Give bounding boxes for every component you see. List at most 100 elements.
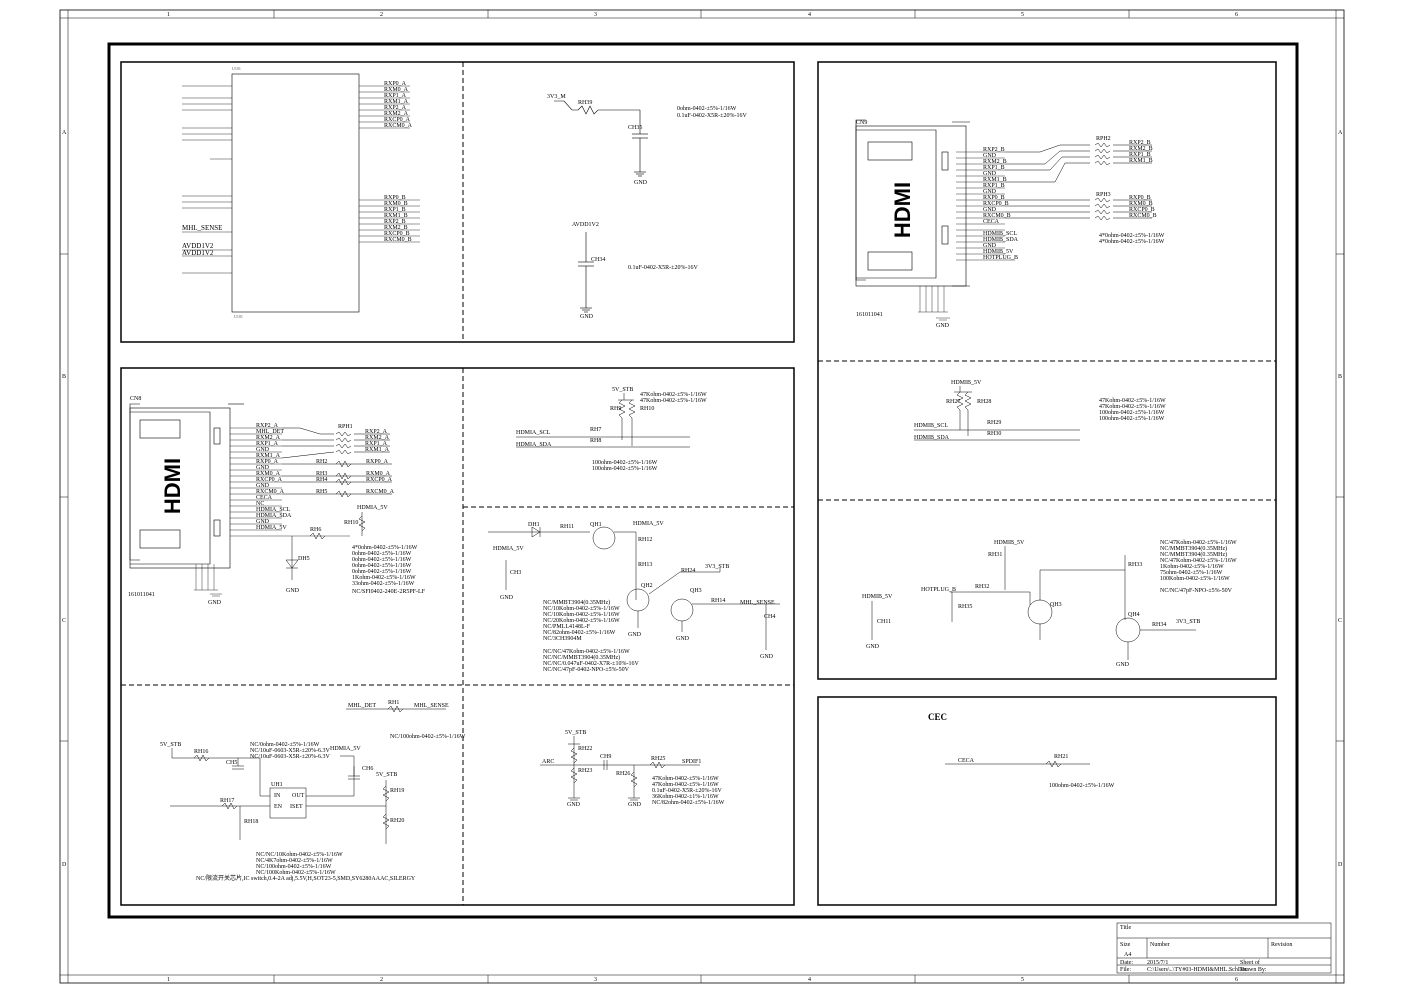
net-hdmib-scl: HDMIB_SCL <box>914 423 948 429</box>
cn8-pin: RXM2_A <box>256 435 281 441</box>
note: NC/10Kohm-0402-±5%-1/16W <box>543 612 620 618</box>
cn9-pin: RXCM0_B <box>983 213 1011 219</box>
cn8-pin: RXCP0_A <box>256 477 283 483</box>
gnd-label: GND <box>286 588 300 594</box>
note: NC/10Kohm-0402-±5%-1/16W <box>543 606 620 612</box>
rph3-net: RXCM0_B <box>1129 213 1157 219</box>
net-hdmia-scl: HDMIA_SCL <box>516 430 551 436</box>
cn8-pin: CECA <box>256 495 273 501</box>
note: NC/47Kohm-0402-±5%-1/16W <box>1160 540 1237 546</box>
spdif-block <box>540 736 700 801</box>
gnd-label: GND <box>567 802 581 808</box>
note: 100ohm-0402-±5%-1/16W <box>592 466 658 472</box>
cn9-pin: HOTPLUG_B <box>983 255 1018 261</box>
ref: UH1 <box>271 782 283 788</box>
note: 36Kohm-0402-±1%-1/16W <box>652 794 719 800</box>
cn9-pin: HDMIB_SDA <box>983 237 1019 243</box>
net-3v3-stb: 3V3_STB <box>705 564 729 570</box>
net-mhl-sense: MHL_SENSE <box>740 600 775 606</box>
rph2-net: RXP1_B <box>1129 152 1151 158</box>
soc-ref-bottom: U101 <box>234 314 243 319</box>
ref: RH32 <box>975 584 989 590</box>
soc-net-avdd: AVDD1V2 <box>182 249 214 257</box>
ref: RH25 <box>651 756 665 762</box>
ref: QH2 <box>641 583 653 589</box>
ref: RH22 <box>578 746 592 752</box>
cn8-pin: GND <box>256 447 270 453</box>
cn8-pin: RXP1_A <box>256 441 279 447</box>
cn9-ref: CN9 <box>856 120 867 126</box>
rph1-net: RXM1_A <box>365 447 390 453</box>
size-label: Size <box>1120 942 1131 948</box>
soc-rx-net: RXCM0_B <box>384 237 412 243</box>
note: NC/100ohm-0402-±5%-1/16W <box>256 864 332 870</box>
note: NC/82ohm-0402-±5%-1/16W <box>652 800 725 806</box>
hpd-a <box>488 526 780 650</box>
panel-input-a <box>120 367 795 906</box>
net-3v3: 3V3_STB <box>1176 619 1200 625</box>
ref: RH16 <box>194 749 208 755</box>
row-marker: D <box>1338 862 1343 868</box>
soc-rx-net: RXM1_B <box>384 213 408 219</box>
net-mhl-sense: MHL_SENSE <box>414 703 449 709</box>
note: NC/47Kohm-0402-±5%-1/16W <box>1160 558 1237 564</box>
col-marker: 1 <box>167 12 170 18</box>
note: NC/MMBT3904(0.35MHz) <box>1160 551 1227 558</box>
cn8-hdmi-label: HDMI <box>160 458 185 514</box>
col-marker: 1 <box>167 977 170 983</box>
rph3-array <box>1005 197 1152 221</box>
ref: CH9 <box>600 754 611 760</box>
note: 47Kohm-0402-±5%-1/16W <box>1099 398 1166 404</box>
rph3-net: RXCP0_B <box>1129 207 1155 213</box>
soc-rx-net: RXP1_A <box>384 93 407 99</box>
note: 1Kohm-0402-±5%-1/16W <box>352 575 416 581</box>
note: 100Kohm-0402-±5%-1/16W <box>1160 576 1230 582</box>
res-net: RXM0_A <box>366 471 391 477</box>
res-net: RXCP0_A <box>366 477 393 483</box>
cn9-pin: RXM1_B <box>983 177 1007 183</box>
gnd-label: GND <box>208 600 222 606</box>
rph2-net: RXM1_B <box>1129 158 1153 164</box>
row-marker: A <box>62 130 67 136</box>
net-avdd: AVDD1V2 <box>572 222 599 228</box>
note: NC/MMBT3904(0.35MHz) <box>1160 545 1227 552</box>
net-5v-stb: 5V_STB <box>160 742 181 748</box>
note: NC/20Kohm-0402-±5%-1/16W <box>543 618 620 624</box>
note: NC/10uF-0603-X5R-±20%-6.3V <box>250 754 330 760</box>
net-hotplug-b: HOTPLUG_B <box>921 587 956 593</box>
note: 47Kohm-0402-±5%-1/16W <box>640 392 707 398</box>
ref-rh39: RH39 <box>578 100 592 106</box>
inner-frame <box>107 42 1299 919</box>
soc-rx-net: RXCM0_A <box>384 123 413 129</box>
outer-border <box>59 9 1345 984</box>
soc-rx-net: RXM0_B <box>384 201 408 207</box>
net-mhl-det: MHL_DET <box>348 703 376 709</box>
note: 100ohm-0402-±5%-1/16W <box>1049 783 1115 789</box>
gnd-label: GND <box>634 180 648 186</box>
note: NC/NC/10Kohm-0402-±5%-1/16W <box>256 852 343 858</box>
rph1-array <box>281 427 392 580</box>
soc-symbol: U101 U101 MHL_SENSE AVDD1V2 AVDD1V2 RXP0… <box>182 66 420 319</box>
date-value: 2015/7/1 <box>1147 960 1168 966</box>
cn8-pin: MHL_DET <box>256 429 284 435</box>
sheet-label: Sheet of <box>1240 959 1260 966</box>
ref-rh29: RH29 <box>987 420 1001 426</box>
gnd-label: GND <box>760 654 774 660</box>
cn8-pin: RXM1_A <box>256 453 281 459</box>
cn9-pin: RXP2_B <box>983 147 1005 153</box>
row-marker: C <box>1338 618 1342 624</box>
pin: ISET <box>290 804 303 810</box>
note: NC/PMLL4148L-F <box>543 624 591 630</box>
col-marker: 4 <box>808 977 811 983</box>
cn8-pin: GND <box>256 465 270 471</box>
panel-input-b <box>817 61 1277 680</box>
note: 47Kohm-0402-±5%-1/16W <box>1099 404 1166 410</box>
note: NC/SFI0402-240E-2R5PF-LF <box>352 589 426 595</box>
ref: CH11 <box>877 619 891 625</box>
ref: RH7 <box>590 427 601 433</box>
col-marker: 2 <box>380 12 383 18</box>
soc-net-mhl-sense: MHL_SENSE <box>182 224 222 232</box>
ref: RH26 <box>616 771 630 777</box>
ref-dh5: DH5 <box>298 556 310 562</box>
mhl-block <box>170 705 446 844</box>
